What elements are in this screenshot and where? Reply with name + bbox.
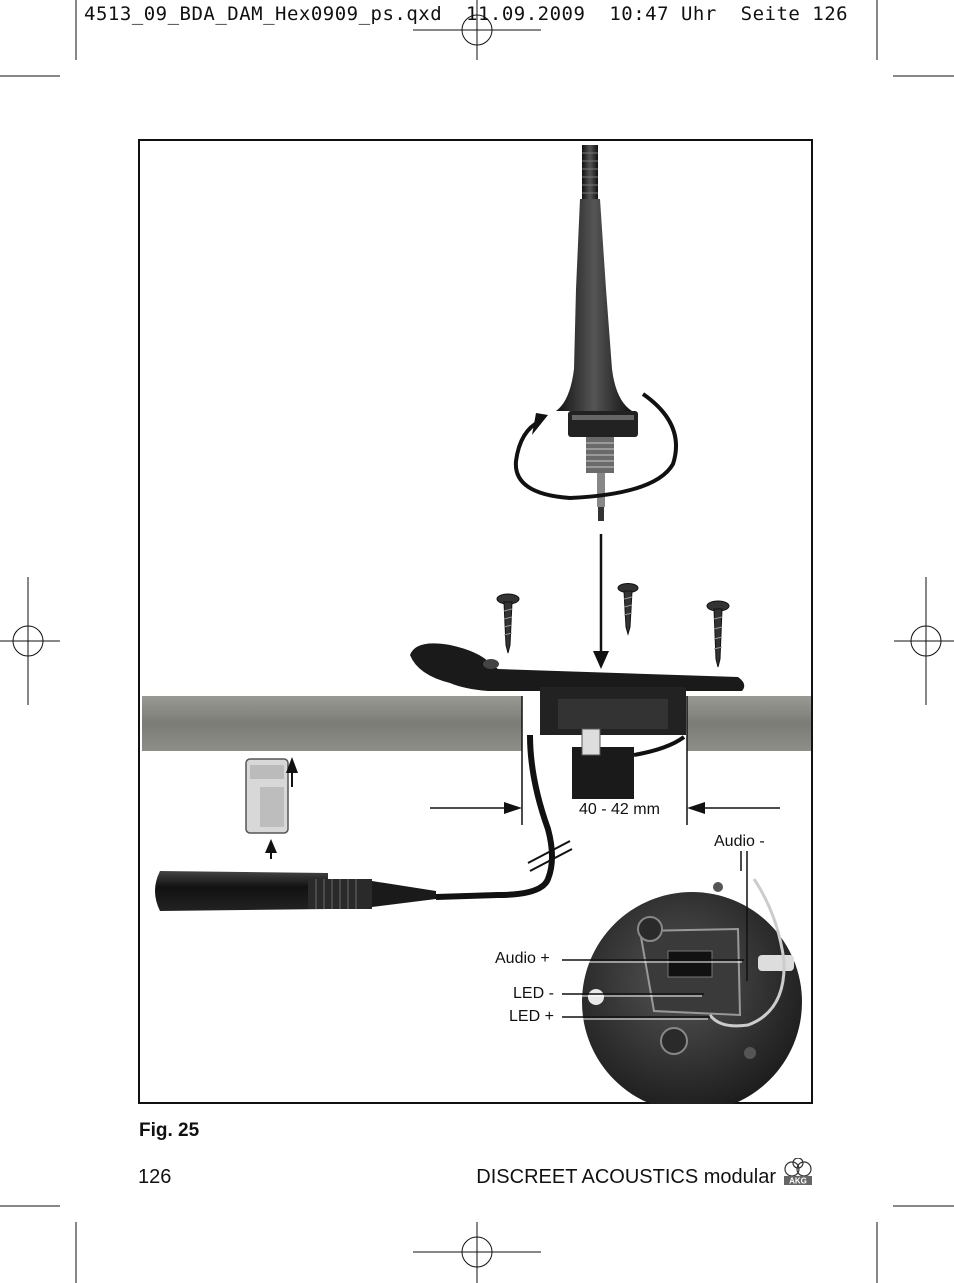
print-slug: 4513_09_BDA_DAM_Hex0909_ps.qxd 11.09.200… <box>84 3 849 25</box>
registration-mark-right <box>894 577 954 705</box>
registration-mark-bottom <box>413 1222 541 1283</box>
led-minus-label: LED - <box>513 985 554 1002</box>
cable-clip <box>245 758 289 834</box>
akg-logo-text: AKG <box>789 1177 807 1186</box>
capsule-base <box>582 878 802 1104</box>
dimension-label: 40 - 42 mm <box>579 801 660 818</box>
cable <box>435 734 555 900</box>
installation-illustration <box>142 145 811 1104</box>
akg-logo: AKG <box>784 1158 812 1186</box>
wire-leaders <box>562 851 748 1018</box>
audio-minus-label: Audio - <box>714 833 765 850</box>
registration-mark-left <box>0 577 60 705</box>
mounting-screws <box>496 583 730 668</box>
rotation-arrow <box>513 392 678 501</box>
led-plus-label: LED + <box>509 1008 554 1025</box>
registration-mark-top <box>413 0 541 60</box>
page-number: 126 <box>138 1166 172 1188</box>
audio-plus-label: Audio + <box>495 950 550 967</box>
cable-break-mark <box>527 840 573 872</box>
gooseneck-microphone <box>556 145 638 521</box>
dimension-lines <box>430 696 780 825</box>
desk-surface-left <box>142 696 522 751</box>
xlr-connector <box>155 871 436 911</box>
footer-title: DISCREET ACOUSTICS modular <box>476 1166 776 1188</box>
mounting-flange <box>410 643 745 799</box>
desk-surface-right <box>687 696 811 751</box>
figure-caption: Fig. 25 <box>139 1120 200 1141</box>
